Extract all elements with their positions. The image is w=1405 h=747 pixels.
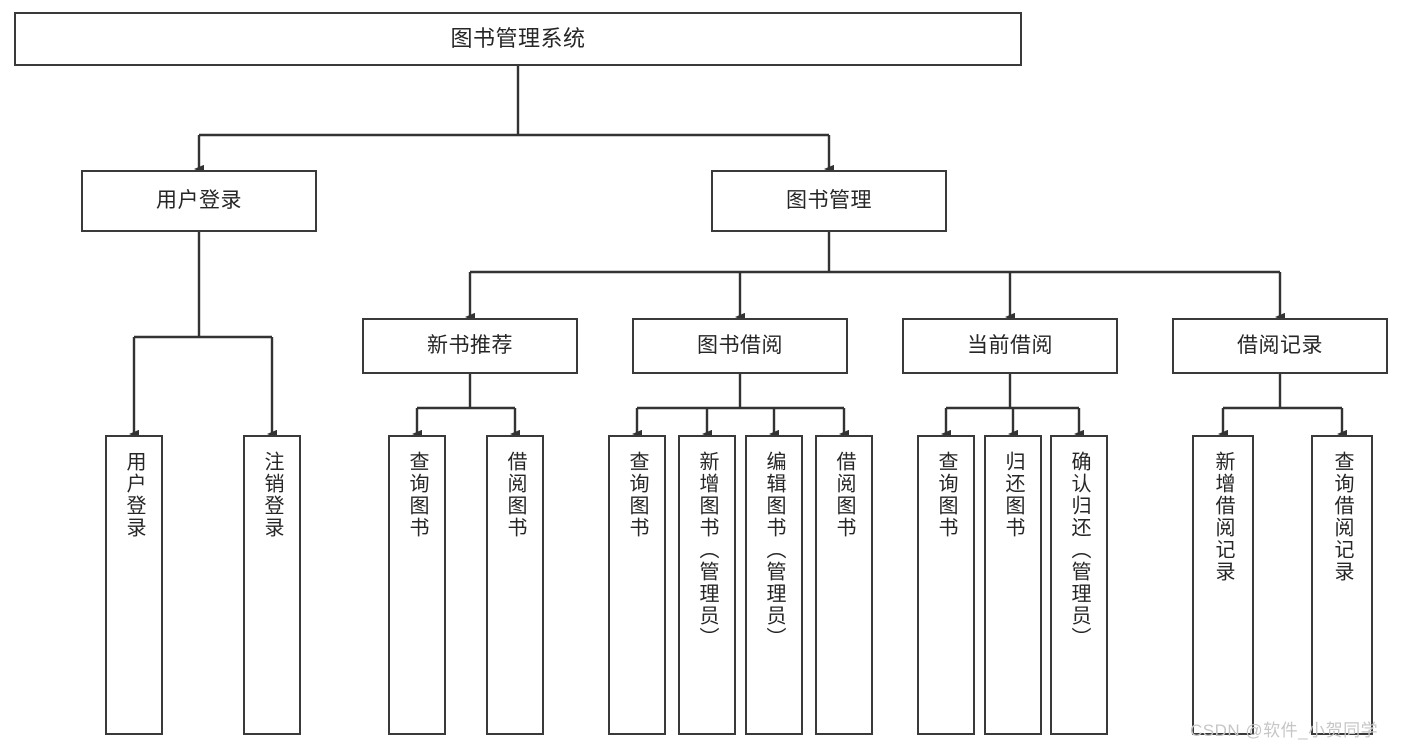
node-leaf-query-book-3[interactable]: 查询图书 [917,435,975,735]
node-label-leaf-borrow-book-1: 借阅图书 [504,451,526,539]
node-label-leaf-user-login: 用户登录 [123,451,145,539]
node-label-leaf-add-book: 新增图书（管理员） [696,451,718,649]
node-user-login[interactable]: 用户登录 [81,170,317,232]
node-label-leaf-query-book-1: 查询图书 [406,451,428,539]
node-leaf-borrow-book-2[interactable]: 借阅图书 [815,435,873,735]
node-leaf-add-record[interactable]: 新增借阅记录 [1192,435,1254,735]
node-leaf-edit-book[interactable]: 编辑图书（管理员） [745,435,803,735]
node-new-book-rec[interactable]: 新书推荐 [362,318,578,374]
node-leaf-return-book[interactable]: 归还图书 [984,435,1042,735]
node-label-borrow-record: 借阅记录 [1237,333,1323,357]
node-label-book-manage: 图书管理 [786,188,872,212]
node-leaf-add-book[interactable]: 新增图书（管理员） [678,435,736,735]
node-leaf-logout[interactable]: 注销登录 [243,435,301,735]
node-label-current-borrow: 当前借阅 [967,333,1053,357]
node-label-new-book-rec: 新书推荐 [427,333,513,357]
node-label-leaf-edit-book: 编辑图书（管理员） [763,451,785,649]
node-leaf-borrow-book-1[interactable]: 借阅图书 [486,435,544,735]
node-label-leaf-logout: 注销登录 [261,451,283,539]
node-label-leaf-confirm-return: 确认归还（管理员） [1068,451,1090,649]
node-current-borrow[interactable]: 当前借阅 [902,318,1118,374]
node-label-leaf-add-record: 新增借阅记录 [1212,451,1234,583]
node-label-leaf-borrow-book-2: 借阅图书 [833,451,855,539]
node-book-manage[interactable]: 图书管理 [711,170,947,232]
edge-layer [129,66,1347,439]
node-label-book-borrow: 图书借阅 [697,333,783,357]
node-leaf-query-record[interactable]: 查询借阅记录 [1311,435,1373,735]
node-label-leaf-query-book-3: 查询图书 [935,451,957,539]
node-leaf-confirm-return[interactable]: 确认归还（管理员） [1050,435,1108,735]
node-leaf-query-book-1[interactable]: 查询图书 [388,435,446,735]
node-label-user-login: 用户登录 [156,188,242,212]
node-root[interactable]: 图书管理系统 [14,12,1022,66]
node-label-leaf-return-book: 归还图书 [1002,451,1024,539]
node-label-leaf-query-book-2: 查询图书 [626,451,648,539]
node-label-leaf-query-record: 查询借阅记录 [1331,451,1353,583]
node-leaf-user-login[interactable]: 用户登录 [105,435,163,735]
node-borrow-record[interactable]: 借阅记录 [1172,318,1388,374]
node-book-borrow[interactable]: 图书借阅 [632,318,848,374]
node-label-root: 图书管理系统 [450,26,586,52]
node-leaf-query-book-2[interactable]: 查询图书 [608,435,666,735]
